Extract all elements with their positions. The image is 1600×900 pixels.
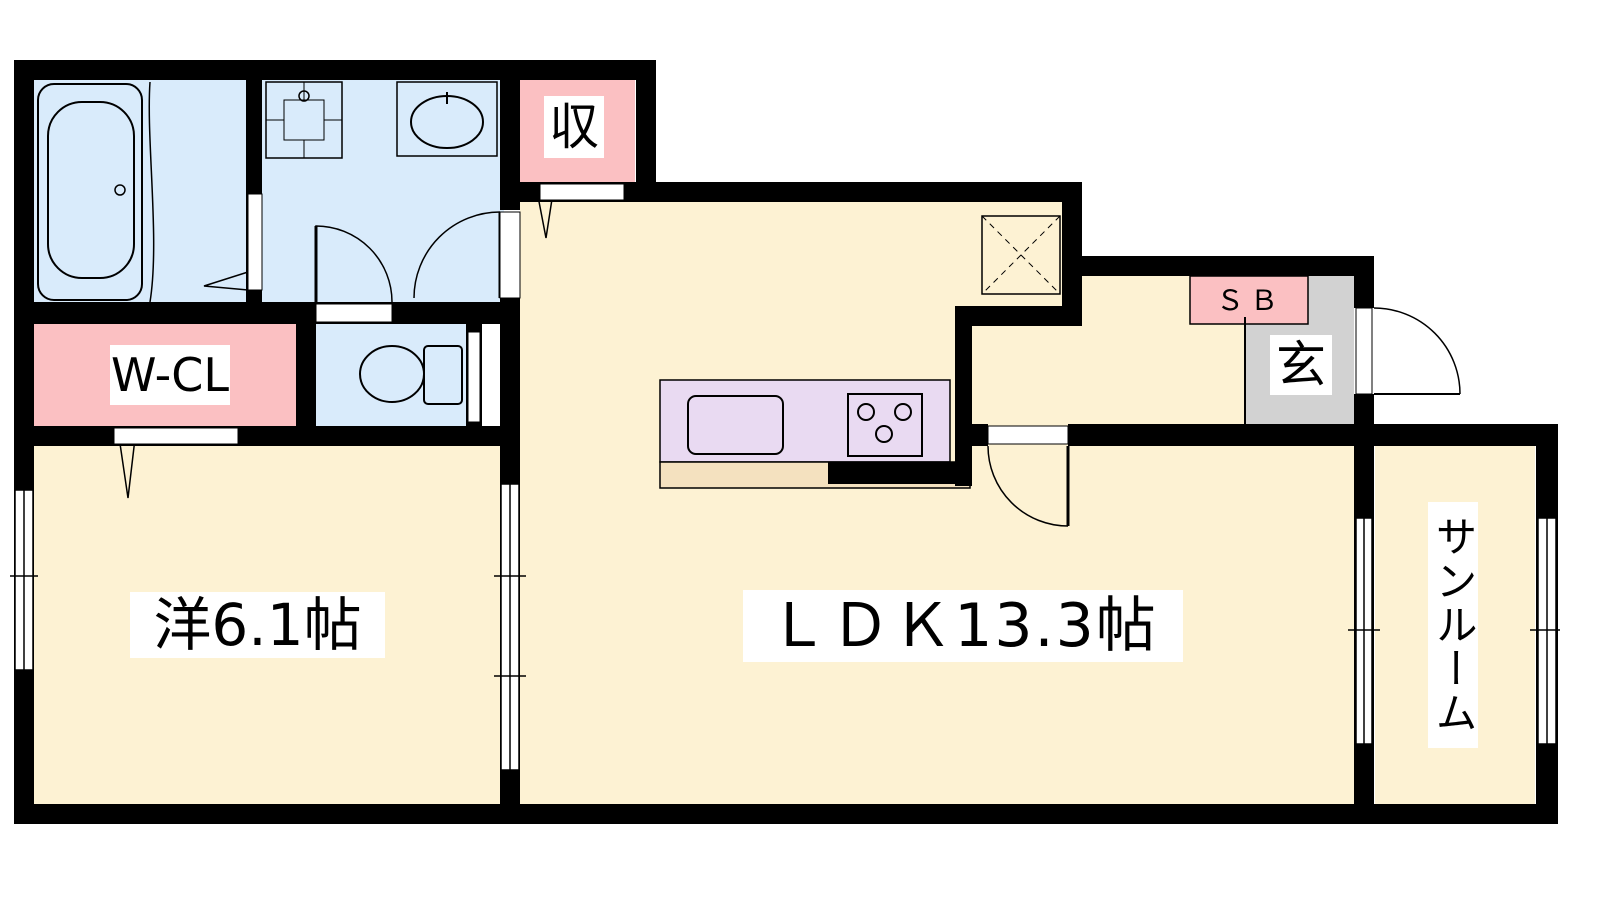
bathtub-inner — [47, 101, 135, 279]
burner-icon — [857, 403, 875, 421]
door-swing-entrance — [1373, 307, 1461, 395]
folding-door-mark — [203, 271, 249, 291]
ldk-label: ＬＤＫ13.3帖 — [743, 590, 1183, 662]
door-opening — [113, 427, 239, 445]
toilet-icon — [359, 345, 425, 403]
sunroom-label: サンルーム — [1428, 502, 1478, 748]
entrance-label: 玄 — [1270, 335, 1332, 395]
folding-door-mark — [117, 429, 137, 499]
storage-label: 収 — [544, 96, 604, 158]
shoe-box-label: ＳＢ — [1215, 284, 1285, 317]
walk-in-closet-label: W-CL — [110, 345, 230, 405]
stove-icon — [847, 393, 923, 457]
door-opening — [467, 331, 481, 423]
door-swing-corridor — [413, 211, 501, 299]
door-opening — [315, 303, 393, 323]
window-lines — [10, 484, 1560, 770]
sink-icon — [687, 395, 784, 455]
washing-machine-drain — [283, 99, 325, 141]
refrigerator-cross — [981, 215, 1061, 295]
door-swing-washroom — [315, 225, 393, 303]
door-opening — [1355, 307, 1373, 395]
folding-door-mark — [535, 185, 555, 239]
western-room-label: 洋6.1帖 — [130, 592, 385, 658]
washing-machine-drain-dot — [298, 90, 310, 102]
bathtub-icon — [37, 83, 143, 301]
door-opening — [247, 193, 263, 291]
burner-icon — [875, 425, 893, 443]
walls — [14, 60, 1558, 824]
refrigerator-space — [981, 215, 1061, 295]
burner-icon — [894, 403, 912, 421]
door-opening — [539, 183, 625, 201]
door-swing-hall — [987, 445, 1069, 527]
door-opening — [987, 425, 1069, 445]
toilet-tank — [423, 345, 463, 405]
door-opening — [499, 211, 521, 299]
bathtub-edge — [148, 81, 155, 303]
bathtub-drain — [114, 184, 126, 196]
wash-basin-counter — [396, 81, 498, 157]
